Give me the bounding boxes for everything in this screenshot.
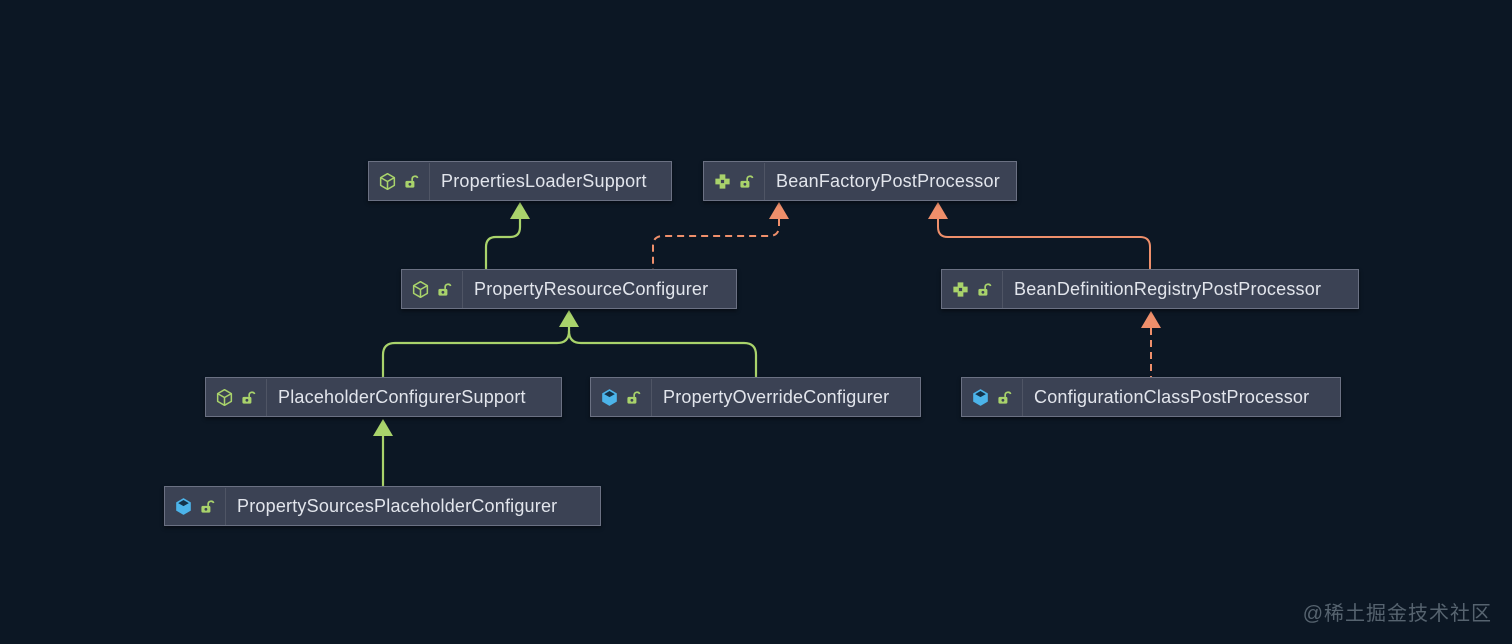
- public-open-lock-icon: [405, 175, 419, 188]
- class-name-label: PropertySourcesPlaceholderConfigurer: [225, 487, 557, 525]
- abstract-class-icon: [379, 172, 396, 190]
- node-icons: [378, 172, 419, 191]
- class-icon: [176, 497, 191, 515]
- abstract-class-icon: [216, 388, 233, 406]
- edge-extends-0: [484, 219, 522, 269]
- interface-icon: [953, 281, 968, 297]
- edge-extends-4: [567, 330, 758, 377]
- class-node-properties-loader-support[interactable]: PropertiesLoaderSupport: [368, 161, 672, 201]
- interface-icon: [715, 173, 730, 189]
- class-icon: [973, 388, 988, 406]
- class-node-property-sources-placeholder-configurer[interactable]: PropertySourcesPlaceholderConfigurer: [164, 486, 601, 526]
- class-icon: [602, 388, 617, 406]
- edge-extends-2: [937, 219, 1151, 269]
- edge-arrowhead-implements-icon: [769, 202, 789, 219]
- class-node-property-override-configurer[interactable]: PropertyOverrideConfigurer: [590, 377, 921, 417]
- public-open-lock-icon: [242, 391, 256, 404]
- class-name-label: BeanFactoryPostProcessor: [764, 162, 1000, 200]
- class-name-label: PropertyOverrideConfigurer: [651, 378, 889, 416]
- class-name-label: BeanDefinitionRegistryPostProcessor: [1002, 270, 1321, 308]
- edge-arrowhead-extends-icon: [928, 202, 948, 219]
- class-node-property-resource-configurer[interactable]: PropertyResourceConfigurer: [401, 269, 737, 309]
- node-icons: [600, 388, 641, 407]
- watermark: @稀土掘金技术社区: [1302, 603, 1492, 625]
- class-name-label: PlaceholderConfigurerSupport: [266, 378, 526, 416]
- public-open-lock-icon: [201, 500, 215, 513]
- class-name-label: PropertyResourceConfigurer: [462, 270, 708, 308]
- class-node-configuration-class-post-processor[interactable]: ConfigurationClassPostProcessor: [961, 377, 1341, 417]
- edge-arrowhead-implements-icon: [1141, 311, 1161, 328]
- class-name-label: PropertiesLoaderSupport: [429, 162, 647, 200]
- public-open-lock-icon: [740, 175, 754, 188]
- edge-arrowhead-extends-icon: [510, 202, 530, 219]
- node-icons: [951, 280, 992, 299]
- edge-arrowhead-extends-icon: [373, 419, 393, 436]
- edge-implements-1: [652, 219, 780, 269]
- class-name-label: ConfigurationClassPostProcessor: [1022, 378, 1309, 416]
- public-open-lock-icon: [998, 391, 1012, 404]
- abstract-class-icon: [412, 280, 429, 298]
- public-open-lock-icon: [978, 283, 992, 296]
- node-icons: [713, 172, 754, 191]
- node-icons: [411, 280, 452, 299]
- public-open-lock-icon: [627, 391, 641, 404]
- class-node-bean-definition-registry-post-processor[interactable]: BeanDefinitionRegistryPostProcessor: [941, 269, 1359, 309]
- node-icons: [215, 388, 256, 407]
- class-node-bean-factory-post-processor[interactable]: BeanFactoryPostProcessor: [703, 161, 1017, 201]
- edge-extends-3: [381, 327, 571, 377]
- node-icons: [174, 497, 215, 516]
- class-node-placeholder-configurer-support[interactable]: PlaceholderConfigurerSupport: [205, 377, 562, 417]
- public-open-lock-icon: [438, 283, 452, 296]
- edge-arrowhead-extends-icon: [559, 310, 579, 327]
- node-icons: [971, 388, 1012, 407]
